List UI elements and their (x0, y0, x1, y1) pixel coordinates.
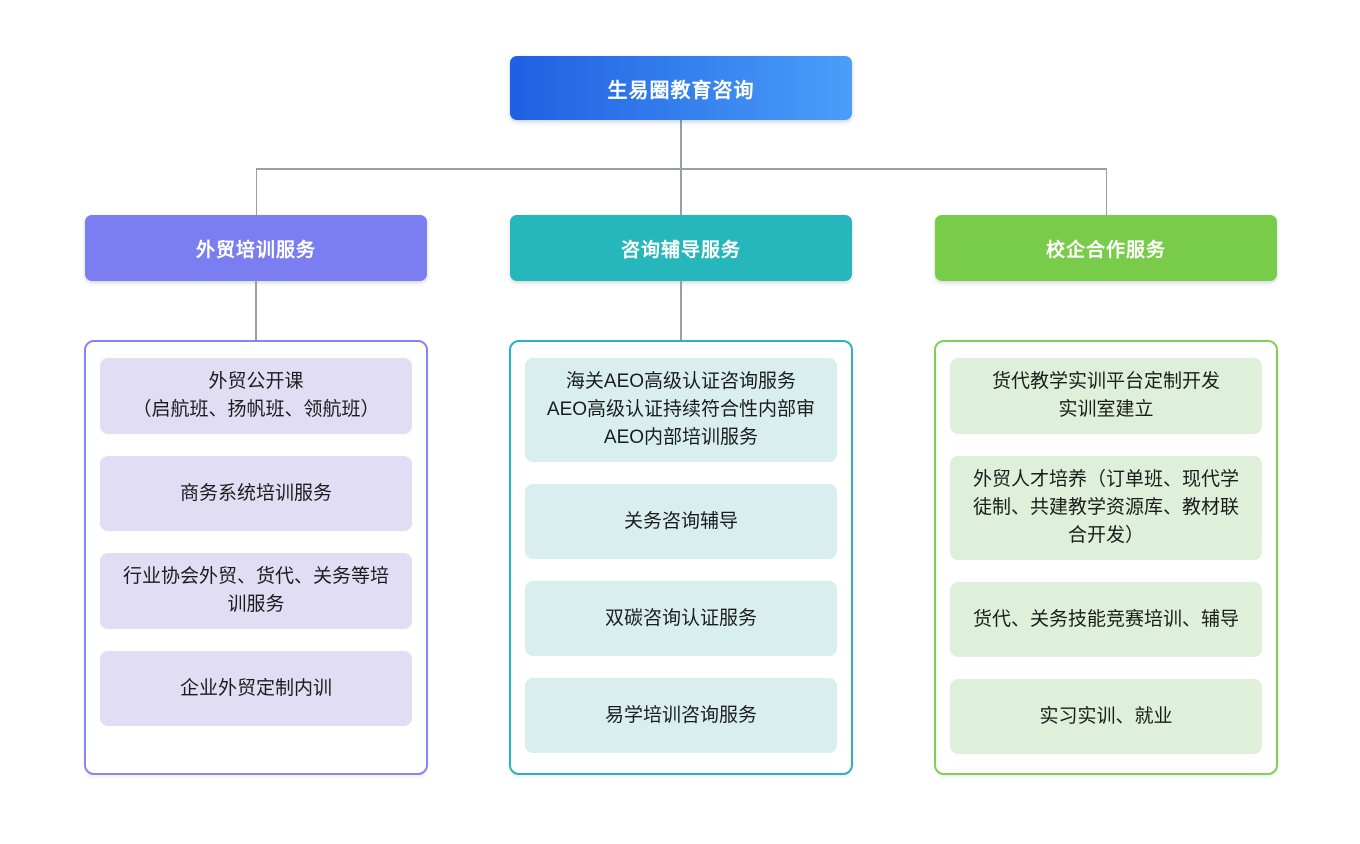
service-item: 行业协会外贸、货代、关务等培 训服务 (100, 553, 412, 629)
root-node: 生易圈教育咨询 (510, 56, 852, 120)
service-item: 外贸公开课 （启航班、扬帆班、领航班） (100, 358, 412, 434)
service-item: 关务咨询辅导 (525, 484, 837, 559)
branch-header: 咨询辅导服务 (510, 215, 852, 281)
branch-foreign-trade-training: 外贸培训服务 外贸公开课 （启航班、扬帆班、领航班） 商务系统培训服务 行业协会… (84, 215, 428, 775)
branch-consulting-coaching: 咨询辅导服务 海关AEO高级认证咨询服务 AEO高级认证持续符合性内部审 AEO… (509, 215, 853, 775)
connector-drop-middle (680, 168, 682, 215)
branch-header-label: 咨询辅导服务 (620, 239, 741, 261)
branch-header-label: 校企合作服务 (1045, 239, 1166, 261)
service-item: 货代、关务技能竞赛培训、辅导 (950, 582, 1262, 657)
service-item: 外贸人才培养（订单班、现代学 徒制、共建教学资源库、教材联 合开发） (950, 456, 1262, 560)
branch-box: 海关AEO高级认证咨询服务 AEO高级认证持续符合性内部审 AEO内部培训服务 … (509, 340, 853, 775)
root-node-label: 生易圈教育咨询 (607, 79, 755, 102)
branch-box: 货代教学实训平台定制开发 实训室建立 外贸人才培养（订单班、现代学 徒制、共建教… (934, 340, 1278, 775)
connector-root-trunk (680, 120, 682, 168)
connector-drop-left (255, 168, 257, 215)
branch-header-label: 外贸培训服务 (195, 239, 316, 261)
branch-header: 校企合作服务 (935, 215, 1277, 281)
connector-header-to-box (680, 281, 682, 340)
connector-drop-right (1105, 168, 1107, 215)
service-item: 货代教学实训平台定制开发 实训室建立 (950, 358, 1262, 434)
service-item: 企业外贸定制内训 (100, 651, 412, 726)
service-item: 实习实训、就业 (950, 679, 1262, 754)
service-item: 海关AEO高级认证咨询服务 AEO高级认证持续符合性内部审 AEO内部培训服务 (525, 358, 837, 462)
service-item: 双碳咨询认证服务 (525, 581, 837, 656)
connector-header-to-box (255, 281, 257, 340)
branch-box: 外贸公开课 （启航班、扬帆班、领航班） 商务系统培训服务 行业协会外贸、货代、关… (84, 340, 428, 775)
service-item: 商务系统培训服务 (100, 456, 412, 531)
branch-school-enterprise-cooperation: 校企合作服务 货代教学实训平台定制开发 实训室建立 外贸人才培养（订单班、现代学… (934, 215, 1278, 775)
service-item: 易学培训咨询服务 (525, 678, 837, 753)
branch-header: 外贸培训服务 (85, 215, 427, 281)
